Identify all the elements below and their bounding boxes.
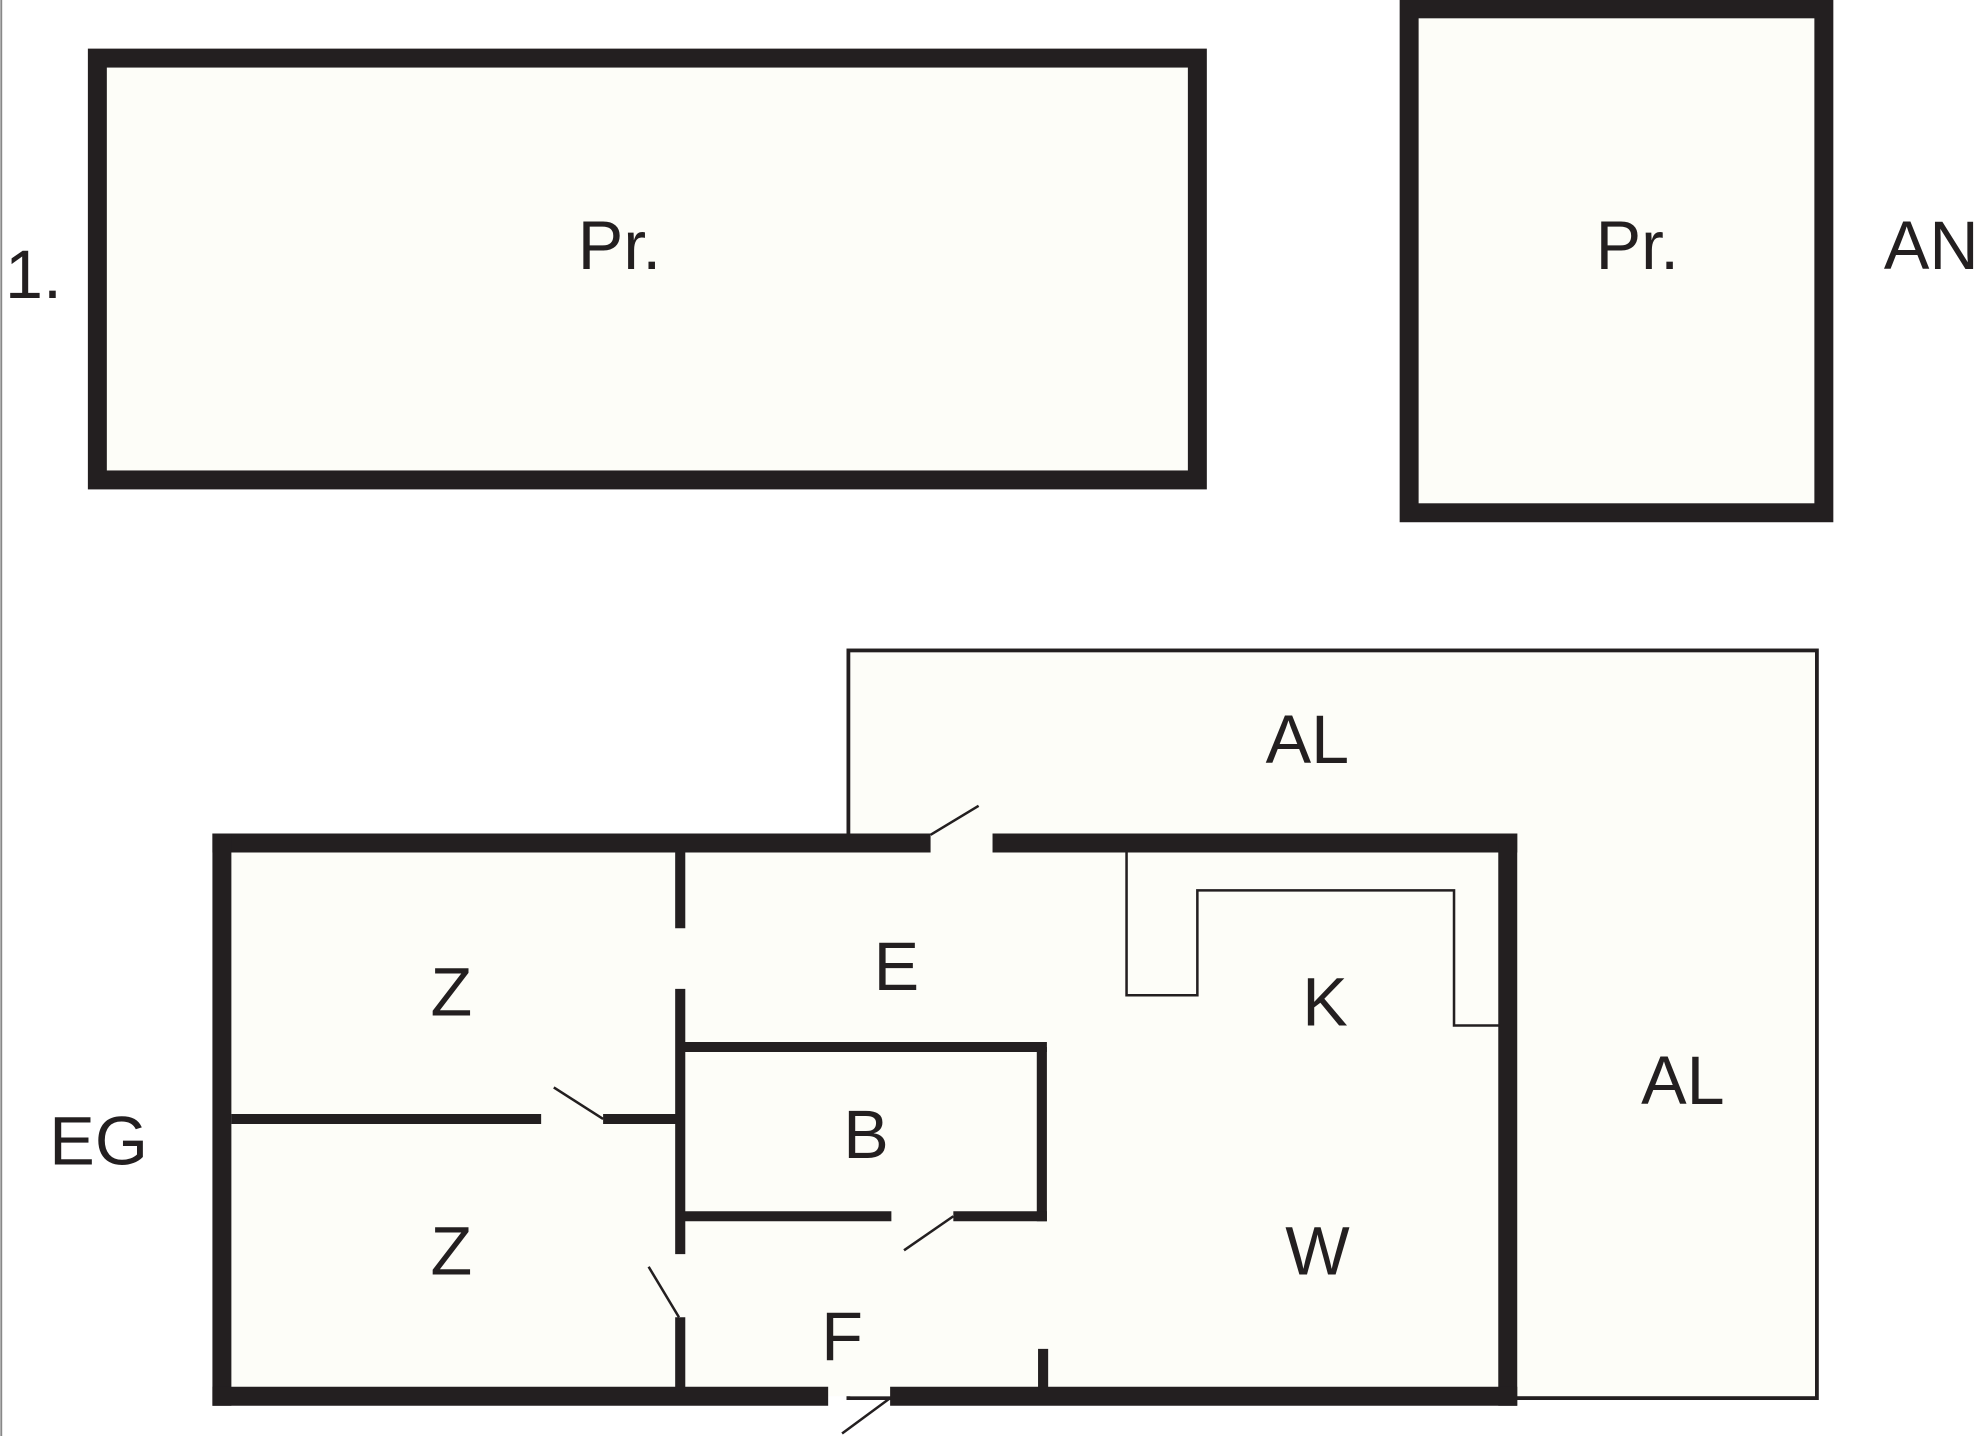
room-pr-small bbox=[1399, 0, 1834, 523]
floor-label-upper: 1. bbox=[5, 237, 62, 313]
exterior-walls bbox=[212, 833, 1518, 1406]
area-label-al-top: AL bbox=[1266, 702, 1349, 778]
interior-walls bbox=[231, 852, 1049, 1390]
room-label-b: B bbox=[843, 1097, 889, 1173]
room-label-z1: Z bbox=[431, 954, 473, 1030]
room-label-e: E bbox=[874, 929, 920, 1005]
door-z-lower bbox=[647, 1266, 681, 1318]
room-label-k: K bbox=[1302, 965, 1348, 1041]
floor-label-ground: EG bbox=[49, 1103, 148, 1179]
door-entrance-top bbox=[929, 804, 980, 836]
door-b bbox=[903, 1215, 955, 1252]
door-swings bbox=[553, 804, 980, 1435]
room-label-w: W bbox=[1285, 1213, 1350, 1289]
room-label-pr-large: Pr. bbox=[578, 208, 661, 284]
room-label-f: F bbox=[821, 1299, 863, 1375]
kitchen-counter bbox=[1125, 852, 1500, 1027]
room-label-z2: Z bbox=[431, 1213, 473, 1289]
area-label-al-right: AL bbox=[1641, 1043, 1724, 1119]
side-label-an: AN bbox=[1884, 208, 1979, 284]
door-entrance-bottom bbox=[841, 1397, 891, 1435]
room-pr-large bbox=[87, 48, 1207, 490]
door-z-upper bbox=[553, 1086, 604, 1121]
room-label-pr-small: Pr. bbox=[1596, 208, 1679, 284]
